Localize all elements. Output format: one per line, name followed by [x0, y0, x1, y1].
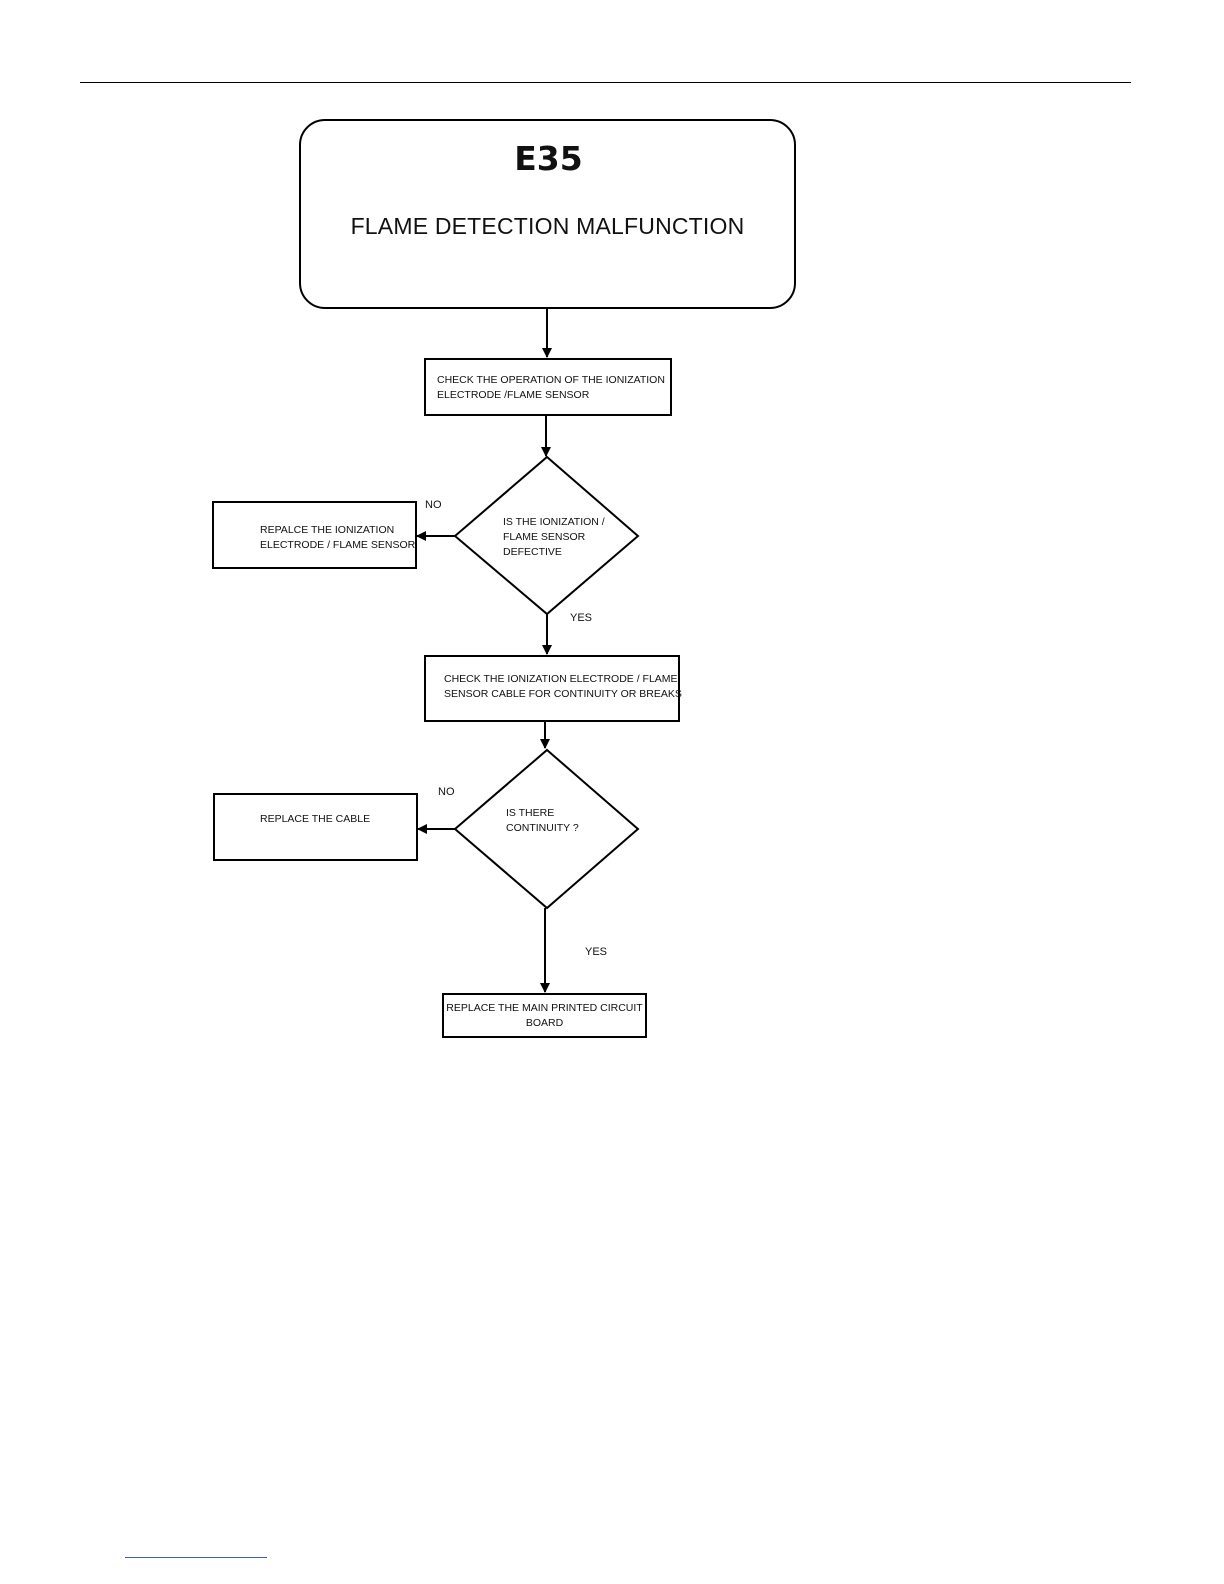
footer-rule: [125, 1557, 267, 1558]
step-check-operation-text: CHECK THE OPERATION OF THE IONIZATION EL…: [437, 374, 665, 401]
step-replace-cable: [213, 793, 418, 861]
branch-label-no-2: NO: [438, 786, 455, 798]
step-replace-cable-text: REPLACE THE CABLE: [260, 813, 371, 825]
step-replace-board: [442, 993, 647, 1038]
step-replace-electrode-text: REPALCE THE IONIZATION ELECTRODE / FLAME…: [260, 524, 416, 551]
decision-continuity-text: IS THERE CONTINUITY ?: [506, 807, 579, 834]
step-replace-electrode: [212, 501, 417, 569]
branch-label-yes-2: YES: [585, 946, 608, 958]
header-rule: [80, 82, 1131, 83]
step-check-operation: [424, 358, 672, 416]
step-replace-board-text: REPLACE THE MAIN PRINTED CIRCUIT BOARD: [446, 1002, 643, 1029]
branch-label-no-1: NO: [425, 499, 442, 511]
error-code: E35: [514, 139, 583, 178]
error-title: FLAME DETECTION MALFUNCTION: [350, 213, 745, 239]
decision-diamond-continuity: [453, 748, 640, 910]
step-check-cable-text: CHECK THE IONIZATION ELECTRODE / FLAME S…: [444, 673, 682, 700]
step-check-cable: [424, 655, 680, 722]
decision-defective-text: IS THE IONIZATION / FLAME SENSOR DEFECTI…: [503, 516, 605, 558]
title-box: E35 FLAME DETECTION MALFUNCTION: [299, 119, 796, 309]
branch-label-yes-1: YES: [570, 612, 593, 624]
